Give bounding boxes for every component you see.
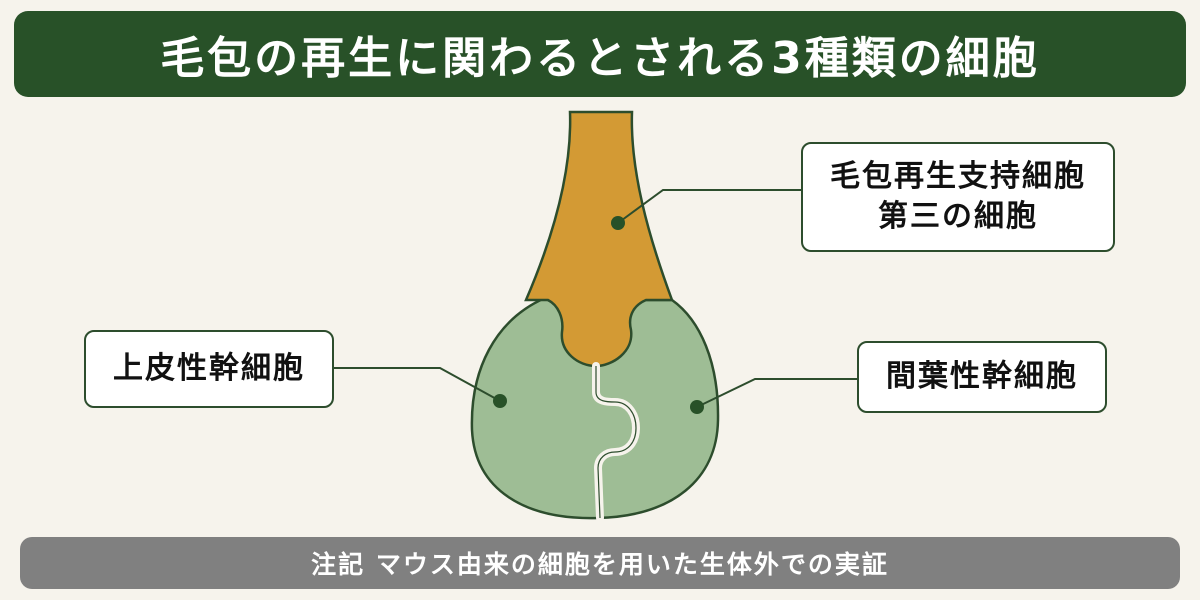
label-hair-support-line1: 毛包再生支持細胞 (830, 159, 1086, 194)
marker-dot-epithelial (493, 394, 507, 408)
page-title: 毛包の再生に関わるとされる3種類の細胞 (160, 33, 1040, 84)
leader-line-mesenchymal (696, 378, 857, 408)
label-hair-support-cell: 毛包再生支持細胞 第三の細胞 (801, 142, 1115, 252)
leader-line-hair-support (617, 189, 802, 224)
marker-dot-mesenchymal (690, 400, 704, 414)
footer-note-banner: 注記 マウス由来の細胞を用いた生体外での実証 (20, 537, 1180, 589)
label-hair-support-line2: 第三の細胞 (878, 199, 1038, 234)
bulb-divider-outline (595, 366, 637, 519)
label-mesenchymal-text: 間葉性幹細胞 (886, 359, 1078, 394)
leader-line-epithelial (334, 367, 501, 402)
label-mesenchymal-stem-cell: 間葉性幹細胞 (857, 341, 1107, 413)
label-epithelial-stem-cell: 上皮性幹細胞 (84, 330, 334, 408)
footer-note: 注記 マウス由来の細胞を用いた生体外での実証 (311, 550, 889, 579)
label-epithelial-text: 上皮性幹細胞 (113, 351, 305, 386)
marker-dot-hair-support (611, 216, 625, 230)
title-banner: 毛包の再生に関わるとされる3種類の細胞 (14, 11, 1186, 97)
